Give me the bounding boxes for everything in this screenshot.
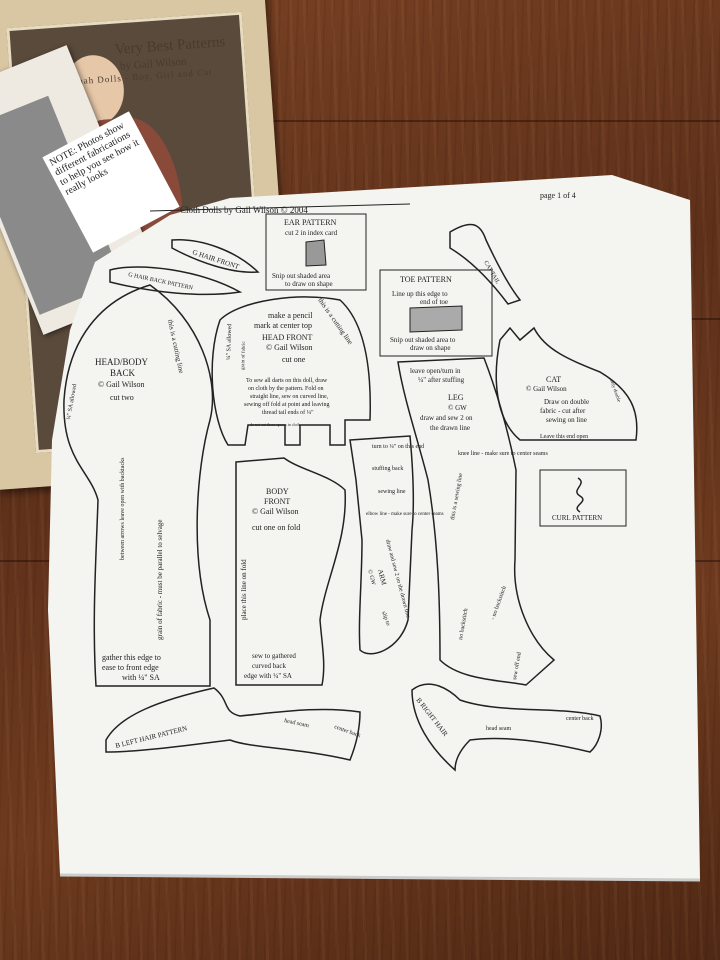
sheet-header: Cloth Dolls by Gail Wilson © 2004 (180, 205, 308, 215)
arm-sewing-line: sewing line (378, 489, 406, 495)
ear-pattern-sub: cut 2 in index card (285, 229, 338, 237)
head-front-sa: ¼" SA allowed (226, 324, 233, 360)
toe-note-1: Line up this edge to (392, 290, 448, 298)
leg-sew-off-end: sew off end (511, 652, 523, 681)
leg-title: LEG (448, 393, 464, 402)
arm-turn: turn to ¼" on this end (372, 444, 424, 450)
ear-note-1: Snip out shaded area (272, 272, 331, 280)
leg-open-2: ¼" after stuffing (418, 376, 465, 384)
head-front-credit: © Gail Wilson (266, 343, 313, 352)
arm-elbow-line: elbow line - make sure to center seams (366, 512, 444, 517)
right-hair-center-back: center back (566, 716, 593, 722)
body-front-title-2: FRONT (264, 497, 290, 506)
header-line (149, 203, 411, 212)
body-front-cut: cut one on fold (252, 523, 300, 532)
toe-note-2: end of toe (420, 298, 448, 306)
girl-hair-front-shape (171, 239, 260, 273)
head-back-cut: cut two (110, 393, 134, 402)
head-front-darts-2: on cloth by the pattern. Fold on (248, 386, 324, 392)
head-front-grain: grain of fabric (241, 341, 247, 371)
cat-open-end: Leave this end open (540, 434, 588, 440)
ear-pattern-title: EAR PATTERN (284, 218, 337, 227)
body-front-sew-1: sew to gathered (252, 652, 296, 660)
head-back-credit: © Gail Wilson (98, 380, 145, 389)
right-hair-head-seam: head seam (486, 726, 511, 732)
head-front-darts-5: thread tail ends of ¼" (262, 409, 314, 416)
boy-left-hair-shape (105, 687, 361, 761)
curl-shape (576, 477, 584, 513)
head-front-pencil-2: mark at center top (254, 321, 312, 330)
cat-credit: © Gail Wilson (526, 385, 567, 393)
leg-no-backstitch-1: no backstitch (458, 608, 469, 640)
cat-tail-shape (449, 223, 522, 305)
head-back-grain: grain of fabric - must be parallel to se… (156, 519, 164, 640)
ear-pattern-box (265, 213, 367, 291)
head-front-darts-4: sewing off fold at point and leaving (244, 401, 330, 408)
cat-shape (495, 326, 638, 441)
head-body-back-shape (63, 284, 214, 687)
toe-pattern-box (379, 269, 493, 357)
head-front-title: HEAD FRONT (262, 333, 313, 342)
head-front-shape (211, 296, 371, 446)
arm-stuffing: stuffing back (372, 465, 403, 472)
left-hair-head-seam: head seam (284, 718, 310, 729)
cat-line-1: Draw on double (544, 398, 589, 406)
body-front-sew-2: curved back (252, 662, 287, 670)
curl-pattern-label: CURL PATTERN (552, 514, 602, 522)
head-back-gather-2: ease to front edge (102, 663, 159, 672)
leg-shape (397, 357, 556, 686)
curl-pattern-box (539, 469, 627, 527)
arm-slip: slip to (380, 611, 391, 627)
head-back-gather-1: gather this edge to (102, 653, 161, 662)
body-front-shape (235, 457, 346, 686)
head-front-cut: cut one (282, 355, 306, 364)
body-front-fold: place this line on fold (240, 559, 248, 620)
head-front-do-not-cut: do not cut these spaces in cloth (250, 422, 300, 427)
arm-shape (349, 435, 415, 655)
head-back-arrows-note: between arrows leave open with backtacks (120, 457, 126, 560)
page-number: page 1 of 4 (540, 191, 576, 200)
leg-knee-line: knee line - make sure to center seams (458, 451, 548, 457)
head-back-gather-3: with ¼" SA (122, 673, 160, 682)
head-front-darts-3: straight line, sew on curved line, (250, 394, 329, 400)
paper-sheet (48, 175, 700, 880)
toe-shape (409, 305, 463, 333)
head-back-title: HEAD/BODY (95, 357, 148, 367)
arm-credit: © GW (366, 569, 377, 587)
head-front-darts-1: To sew all darts on this doll, draw (246, 378, 328, 384)
leg-draw-2: the drawn line (430, 424, 470, 432)
head-back-title-2: BACK (110, 368, 136, 378)
plank-seam (0, 120, 720, 122)
cat-line-2: fabric - cut after (540, 407, 586, 415)
head-front-pencil: make a pencil (268, 311, 313, 320)
body-front-title: BODY (266, 487, 289, 496)
leg-credit: © GW (448, 404, 467, 412)
leg-draw: draw and sew 2 on (420, 414, 473, 422)
toe-note-4: draw on shape (410, 344, 450, 352)
ear-note-2: to draw on shape (285, 280, 333, 288)
paper-edge (59, 873, 701, 882)
leg-open: leave open/turn in (410, 367, 461, 375)
body-front-sew-3: edge with ¼" SA (244, 672, 292, 680)
body-front-credit: © Gail Wilson (252, 507, 299, 516)
cat-line-3: sewing on line (546, 416, 587, 424)
toe-pattern-title: TOE PATTERN (400, 275, 452, 284)
cat-title: CAT (546, 375, 561, 384)
toe-note-3: Snip out shaded area to (390, 336, 456, 344)
boy-right-hair-shape (411, 683, 602, 772)
ear-shape (305, 239, 327, 267)
